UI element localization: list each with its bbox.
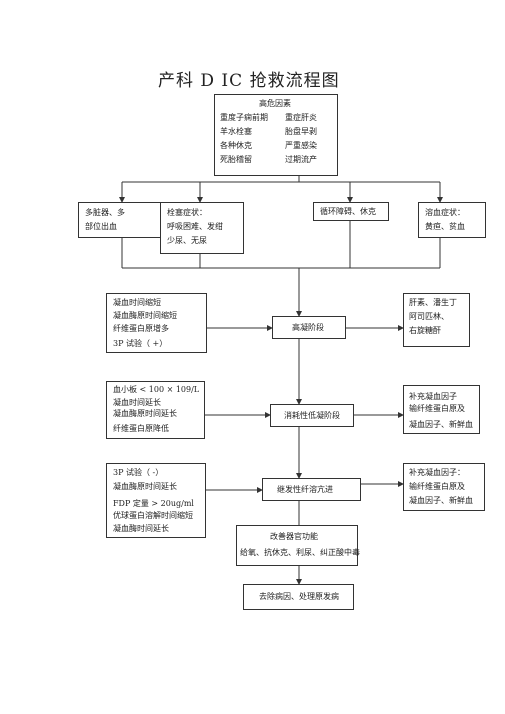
lab-finding: 3P 试验（ -）: [113, 468, 164, 477]
stage-label: 高凝阶段: [292, 323, 324, 332]
final-step-box: 去除病因、处理原发病: [243, 584, 354, 610]
lab-finding: 凝血时间缩短: [113, 298, 161, 307]
lab-finding: 3P 试验（ +）: [113, 339, 168, 348]
cause-box-organ-bleeding: 多脏器、多 部位出血: [78, 202, 162, 238]
lab-finding: 凝血时间延长: [113, 398, 161, 407]
risk-factor: 各种休克: [220, 141, 252, 150]
lab-finding: 凝血酶原时间缩短: [113, 311, 177, 320]
lab-finding: 纤维蛋白原降低: [113, 424, 169, 433]
stage-hypercoagulable: 高凝阶段: [272, 316, 346, 339]
cause-text: 黄疸、贫血: [425, 222, 465, 231]
treatment-text: 凝血因子、新鲜血: [409, 420, 473, 429]
lab-finding: 纤维蛋白原增多: [113, 324, 169, 333]
lab-finding: 凝血酶原时间延长: [113, 409, 177, 418]
risk-factors-heading: 高危因素: [259, 99, 291, 108]
risk-factors-box: 高危因素 重度子痫前期 羊水栓塞 各种休克 死胎稽留 重症肝炎 胎盘早剥 严重感…: [214, 94, 338, 176]
lab-finding: FDP 定量 > 20ug/ml: [113, 499, 194, 508]
final-step-label: 去除病因、处理原发病: [259, 592, 339, 601]
risk-factor: 重度子痫前期: [220, 113, 268, 122]
organ-support-measures: 给氧、抗休克、利尿、纠正酸中毒: [240, 548, 360, 557]
risk-factor: 胎盘早剥: [285, 127, 317, 136]
risk-factor: 严重感染: [285, 141, 317, 150]
treatment-text: 阿司匹林、: [409, 312, 449, 321]
page-title: 产科 D IC 抢救流程图: [158, 71, 340, 91]
cause-text: 循环障碍、休克: [320, 207, 376, 216]
cause-text: 呼吸困难、发绀: [167, 222, 223, 231]
risk-factor: 重症肝炎: [285, 113, 317, 122]
treatment-text: 补充凝血因子: [409, 392, 457, 401]
organ-support-heading: 改善器官功能: [270, 532, 318, 541]
cause-text: 溶血症状：: [425, 208, 465, 217]
treatment-text: 输纤维蛋白原及: [409, 404, 465, 413]
hyper-treatment-box: 肝素、潘生丁 阿司匹林、 右旋糖酐: [403, 293, 470, 347]
lab-finding: 凝血酶原时间延长: [113, 482, 177, 491]
risk-factor: 过期流产: [285, 155, 317, 164]
cause-text: 少尿、无尿: [167, 236, 207, 245]
cause-text: 多脏器、多: [85, 208, 125, 217]
treatment-text: 凝血因子、新鲜血: [409, 496, 473, 505]
consumptive-labs-box: 血小板 < 100 × 109/L 凝血时间延长 凝血酶原时间延长 纤维蛋白原降…: [106, 381, 205, 439]
risk-factor: 死胎稽留: [220, 155, 252, 164]
cause-text: 栓塞症状：: [167, 208, 207, 217]
cause-box-embolism: 栓塞症状： 呼吸困难、发绀 少尿、无尿: [160, 202, 244, 254]
stage-label: 消耗性低凝阶段: [284, 411, 340, 420]
cause-box-circulation: 循环障碍、休克: [313, 202, 389, 221]
fibrinolysis-labs-box: 3P 试验（ -） 凝血酶原时间延长 FDP 定量 > 20ug/ml 优球蛋白…: [106, 463, 206, 538]
stage-fibrinolysis: 继发性纤溶亢进: [262, 478, 361, 501]
cause-text: 部位出血: [85, 222, 117, 231]
lab-finding: 优球蛋白溶解时间缩短: [113, 511, 193, 520]
hyper-labs-box: 凝血时间缩短 凝血酶原时间缩短 纤维蛋白原增多 3P 试验（ +）: [106, 293, 207, 353]
lab-finding: 凝血酶时间延长: [113, 524, 169, 533]
stage-consumptive: 消耗性低凝阶段: [270, 404, 354, 427]
organ-support-box: 改善器官功能 给氧、抗休克、利尿、纠正酸中毒: [236, 525, 360, 566]
lab-finding: 血小板 < 100 × 109/L: [113, 385, 200, 394]
risk-factor: 羊水栓塞: [220, 127, 252, 136]
treatment-text: 输纤维蛋白原及: [409, 482, 465, 491]
consumptive-treatment-box: 补充凝血因子 输纤维蛋白原及 凝血因子、新鲜血: [403, 385, 480, 434]
fibrinolysis-treatment-box: 补充凝血因子： 输纤维蛋白原及 凝血因子、新鲜血: [403, 463, 485, 511]
cause-box-hemolysis: 溶血症状： 黄疸、贫血: [418, 202, 486, 238]
treatment-text: 肝素、潘生丁: [409, 298, 457, 307]
treatment-text: 补充凝血因子：: [409, 468, 465, 477]
stage-label: 继发性纤溶亢进: [277, 485, 333, 494]
treatment-text: 右旋糖酐: [409, 326, 441, 335]
